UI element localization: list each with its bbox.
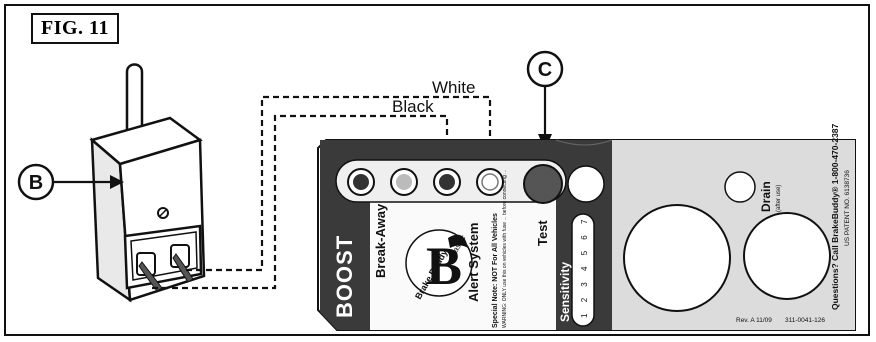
callout-c-letter: C: [538, 59, 552, 81]
sensitivity-tick-label: 3: [580, 282, 589, 287]
test-label: Test: [535, 220, 550, 246]
logo-swoosh-icon: [448, 234, 468, 248]
power-led: [567, 165, 605, 203]
figure-frame: [4, 4, 870, 336]
rev-text: Rev. A 11/09: [736, 317, 772, 324]
callout-c: C: [526, 50, 564, 150]
black-wire-label: Black: [392, 97, 434, 116]
callout-b: B: [17, 163, 124, 201]
sensitivity-slider[interactable]: [571, 213, 595, 327]
alert-system-label: Alert System: [466, 223, 481, 302]
control-panel: B: [317, 139, 856, 331]
right-mount-hole: [743, 212, 831, 300]
sensitivity-tick-label: 5: [580, 250, 589, 255]
connector-socket-1: [347, 168, 375, 196]
sensitivity-tick-label: 4: [580, 266, 589, 271]
callout-b-letter: B: [29, 172, 43, 194]
connector-socket-white: [476, 168, 504, 196]
white-wire-label: White: [432, 78, 475, 97]
sensitivity-label: Sensitivity: [558, 262, 572, 322]
sensitivity-scale: 1 2 3 4 5 6 7: [580, 219, 589, 318]
connector-socket-2: [390, 168, 418, 196]
part-number: 311-0041-126: [785, 317, 825, 324]
sensitivity-tick-label: 6: [580, 235, 589, 240]
figure-label: FIG. 11: [31, 13, 119, 44]
special-note-body: WARNING: ONLY use this on vehicles with …: [502, 170, 508, 328]
breakaway-switch-device: [89, 63, 206, 303]
brakebuddy-logo-b: B: [426, 236, 462, 296]
product-line: Break-Away: [373, 203, 388, 278]
sensitivity-tick-label: 2: [580, 297, 589, 302]
questions-text: Questions? Call BrakeBuddy® 1-800-470-23…: [830, 123, 840, 310]
left-mount-hole: [623, 204, 731, 312]
drain-button[interactable]: [724, 171, 756, 203]
sensitivity-tick-label: 1: [580, 313, 589, 318]
patent-text: US PATENT NO. 6138736: [844, 170, 851, 246]
brand-boost: BOOST: [332, 235, 357, 318]
white-wire: [186, 95, 492, 272]
drain-sublabel: (after use): [776, 185, 782, 212]
drain-label: Drain: [759, 181, 773, 212]
sensitivity-tick-label: 7: [580, 219, 589, 224]
special-note-title: Special Note: NOT For All Vehicles: [492, 213, 499, 328]
black-wire: [152, 114, 449, 290]
connector-socket-black: [433, 168, 461, 196]
test-button[interactable]: [523, 164, 563, 204]
